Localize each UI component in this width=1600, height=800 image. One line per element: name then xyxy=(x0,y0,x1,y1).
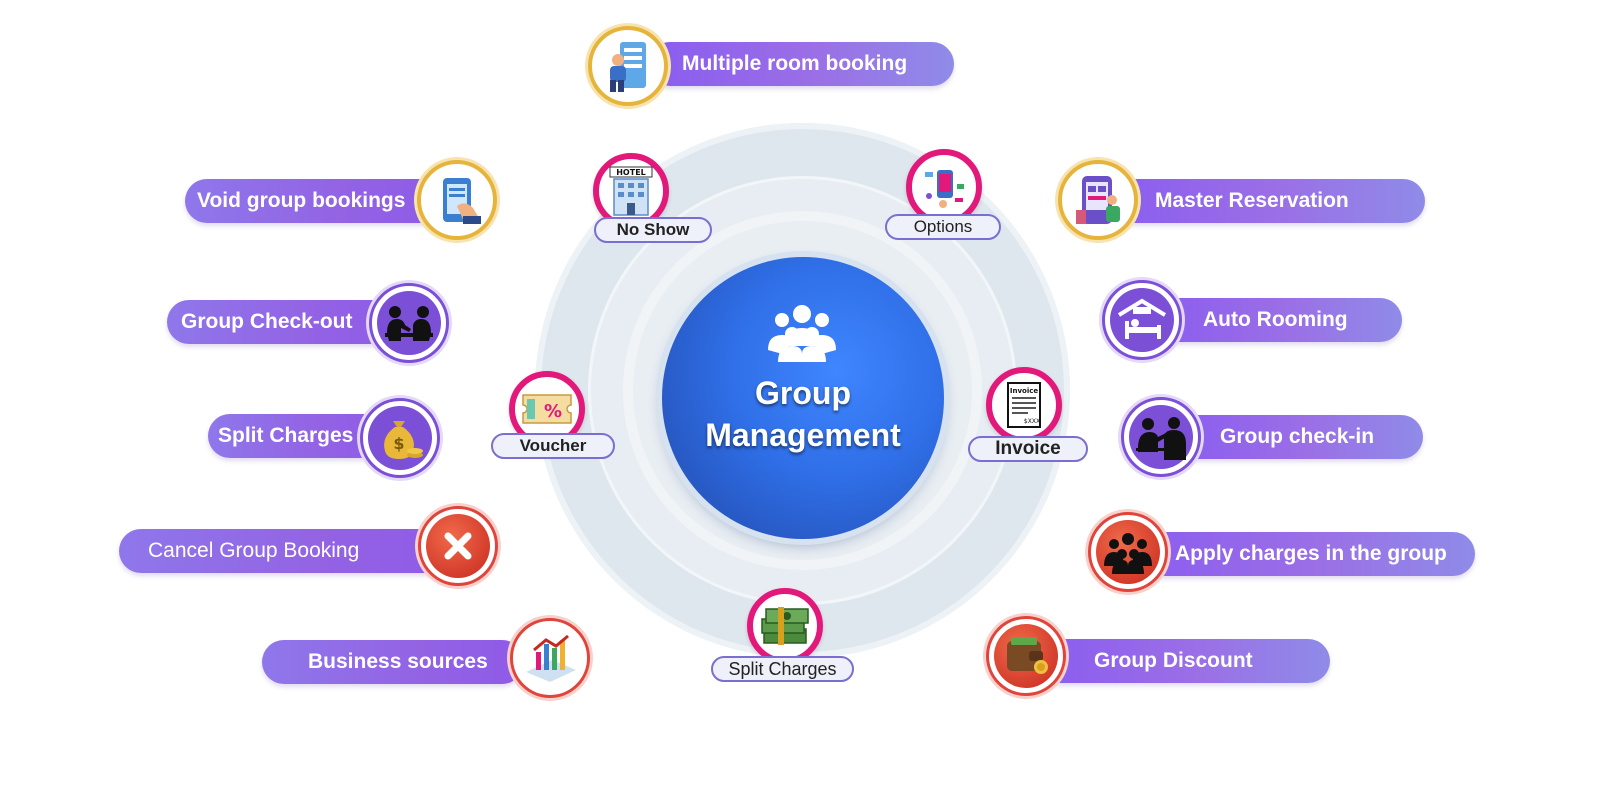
wallet-icon xyxy=(986,616,1066,696)
check-in-icon xyxy=(1121,397,1201,477)
feature-label: Auto Rooming xyxy=(1203,308,1348,331)
feature-label: Multiple room booking xyxy=(682,52,908,75)
group-charges-icon xyxy=(1088,512,1168,592)
svg-text:$XXX: $XXX xyxy=(1024,418,1040,425)
center-hub xyxy=(662,257,944,539)
invoice-document-icon: Invoice $XXX xyxy=(1007,382,1041,428)
badge-label-invoice: Invoice xyxy=(968,436,1088,462)
svg-text:%: % xyxy=(544,401,562,422)
feature-business-sources: Business sources xyxy=(262,640,524,684)
feature-label: Split Charges xyxy=(218,424,354,447)
badge-invoice: Invoice $XXX xyxy=(986,367,1062,443)
master-reservation-icon xyxy=(1058,160,1138,240)
cash-stack-icon xyxy=(761,607,809,645)
money-bag-icon: $ xyxy=(360,398,440,478)
badge-label-options: Options xyxy=(885,214,1001,240)
feature-label: Group Check-out xyxy=(181,310,353,333)
badge-label-no-show: No Show xyxy=(594,217,712,243)
hotel-building-icon: HOTEL xyxy=(609,166,653,216)
svg-text:Invoice: Invoice xyxy=(1010,387,1039,395)
center-title-line2: Management xyxy=(705,417,901,453)
feature-master-reservation: Master Reservation xyxy=(1100,179,1425,223)
feature-label: Group Discount xyxy=(1094,649,1253,672)
badge-label-split-charges: Split Charges xyxy=(711,656,854,682)
svg-text:HOTEL: HOTEL xyxy=(616,168,646,177)
hotel-bed-icon xyxy=(1102,280,1182,360)
feature-multiple-room-booking: Multiple room booking xyxy=(648,42,954,86)
feature-label: Group check-in xyxy=(1220,425,1375,448)
group-people-icon xyxy=(768,305,836,362)
options-phone-icon xyxy=(925,170,964,208)
void-booking-icon xyxy=(417,160,497,240)
cancel-x-icon xyxy=(418,506,498,586)
feature-void-group-bookings: Void group bookings xyxy=(185,179,447,223)
feature-group-check-in: Group check-in xyxy=(1168,415,1423,459)
room-booking-icon xyxy=(588,26,668,106)
feature-group-check-out: Group Check-out xyxy=(167,300,407,344)
feature-label: Void group bookings xyxy=(197,189,406,212)
feature-label: Apply charges in the group xyxy=(1175,542,1447,565)
feature-group-discount: Group Discount xyxy=(1036,639,1330,683)
feature-cancel-group-booking: Cancel Group Booking xyxy=(119,529,459,573)
check-out-icon xyxy=(369,283,449,363)
svg-text:$: $ xyxy=(393,434,404,453)
feature-auto-rooming: Auto Rooming xyxy=(1150,298,1402,342)
badge-label-voucher: Voucher xyxy=(491,433,615,459)
center-title: Group Management xyxy=(662,372,944,456)
badge-split-charges xyxy=(747,588,823,664)
feature-split-charges: Split Charges xyxy=(208,414,390,458)
feature-label: Business sources xyxy=(308,650,488,673)
center-title-line1: Group xyxy=(755,375,851,411)
feature-label: Cancel Group Booking xyxy=(148,539,360,562)
business-chart-icon xyxy=(510,618,590,698)
voucher-ticket-icon: % xyxy=(522,394,572,424)
feature-label: Master Reservation xyxy=(1155,189,1349,212)
feature-apply-charges: Apply charges in the group xyxy=(1125,532,1475,576)
